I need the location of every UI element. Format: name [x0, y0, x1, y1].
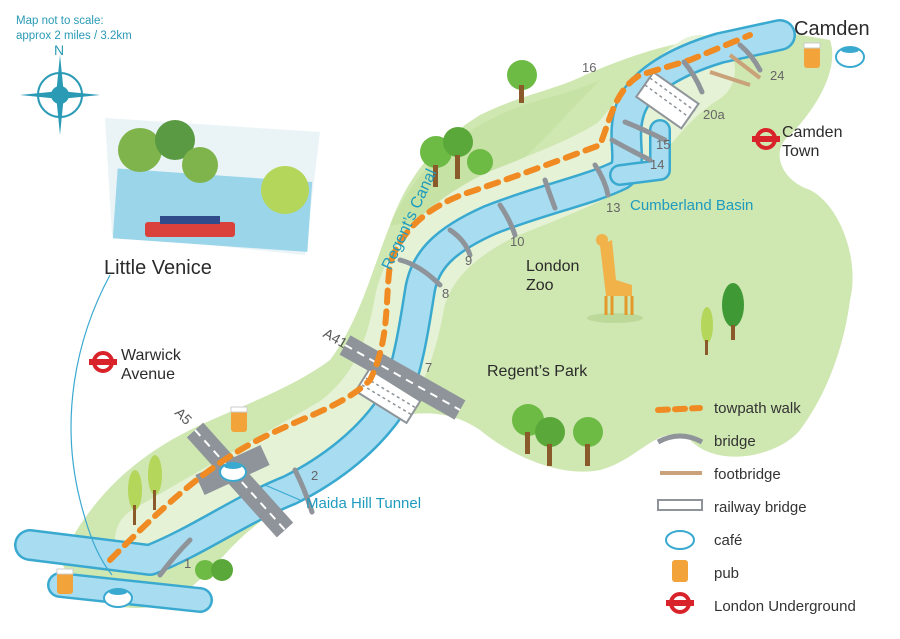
- scale-note: Map not to scale: approx 2 miles / 3.2km: [16, 15, 132, 42]
- bridge-number-13: 13: [606, 200, 621, 215]
- railway-bridge-camden: [634, 70, 700, 130]
- bridge-number-8: 8: [442, 286, 450, 301]
- bridge-number-7: 7: [425, 360, 433, 375]
- bridge-number-1: 1: [184, 556, 192, 571]
- railway-bridge: [354, 367, 422, 425]
- legend-row-footbridge: footbridge: [714, 466, 781, 483]
- cafe-icon-maida-hill: [219, 462, 247, 482]
- bridges: [157, 42, 763, 578]
- camden-label: Camden: [794, 18, 870, 40]
- map-legend: towpath walk bridge footbridge railway b…: [656, 394, 896, 625]
- little-venice-illustration: [105, 118, 320, 255]
- pub-icon-camden: [803, 42, 821, 68]
- pub-icon-a5: [230, 406, 248, 432]
- bridge-number-14: 14: [650, 157, 665, 172]
- bridge-number-20a: 20a: [703, 107, 725, 122]
- bridge-number-9: 9: [465, 253, 473, 268]
- giraffe-illustration: [587, 234, 643, 323]
- towpath-walk: [107, 32, 753, 563]
- cafe-icon-camden: [835, 46, 865, 68]
- little-venice-label: Little Venice: [104, 257, 212, 279]
- legend-row-underground: London Underground: [714, 598, 856, 615]
- underground-icon-camden-town: [752, 128, 780, 150]
- compass-rose: [20, 55, 100, 135]
- compass-north-label: N: [54, 42, 64, 58]
- legend-row-towpath: towpath walk: [714, 400, 801, 417]
- road-a41: [339, 335, 466, 420]
- cafe-icon-little-venice: [103, 588, 133, 608]
- camden-town-label: Camden Town: [782, 124, 843, 160]
- bridge-number-16: 16: [582, 60, 597, 75]
- maida-tunnel-pointer: [264, 484, 301, 501]
- bridge-number-15: 15: [656, 137, 671, 152]
- little-venice-pointer: [70, 274, 113, 576]
- legend-row-cafe: café: [714, 532, 743, 549]
- bridge-number-10: 10: [510, 234, 525, 249]
- bridge-number-24: 24: [770, 68, 785, 83]
- legend-row-bridge: bridge: [714, 433, 756, 450]
- london-zoo-label: London Zoo: [526, 258, 580, 294]
- legend-symbols: [655, 405, 704, 614]
- bridge-number-2: 2: [311, 468, 319, 483]
- trees: [128, 60, 744, 581]
- maida-hill-tunnel-label: Maida Hill Tunnel: [306, 495, 422, 512]
- footbridges: [709, 53, 762, 87]
- cumberland-basin-label: Cumberland Basin: [630, 197, 754, 214]
- legend-row-railway-bridge: railway bridge: [714, 499, 807, 516]
- underground-icon-warwick-avenue: [89, 351, 117, 373]
- legend-row-pub: pub: [714, 565, 740, 582]
- warwick-avenue-label: Warwick Avenue: [121, 347, 181, 383]
- regents-park-label: Regent’s Park: [487, 363, 588, 380]
- park-highlight: [390, 80, 600, 225]
- pub-icon-little-venice: [56, 568, 74, 594]
